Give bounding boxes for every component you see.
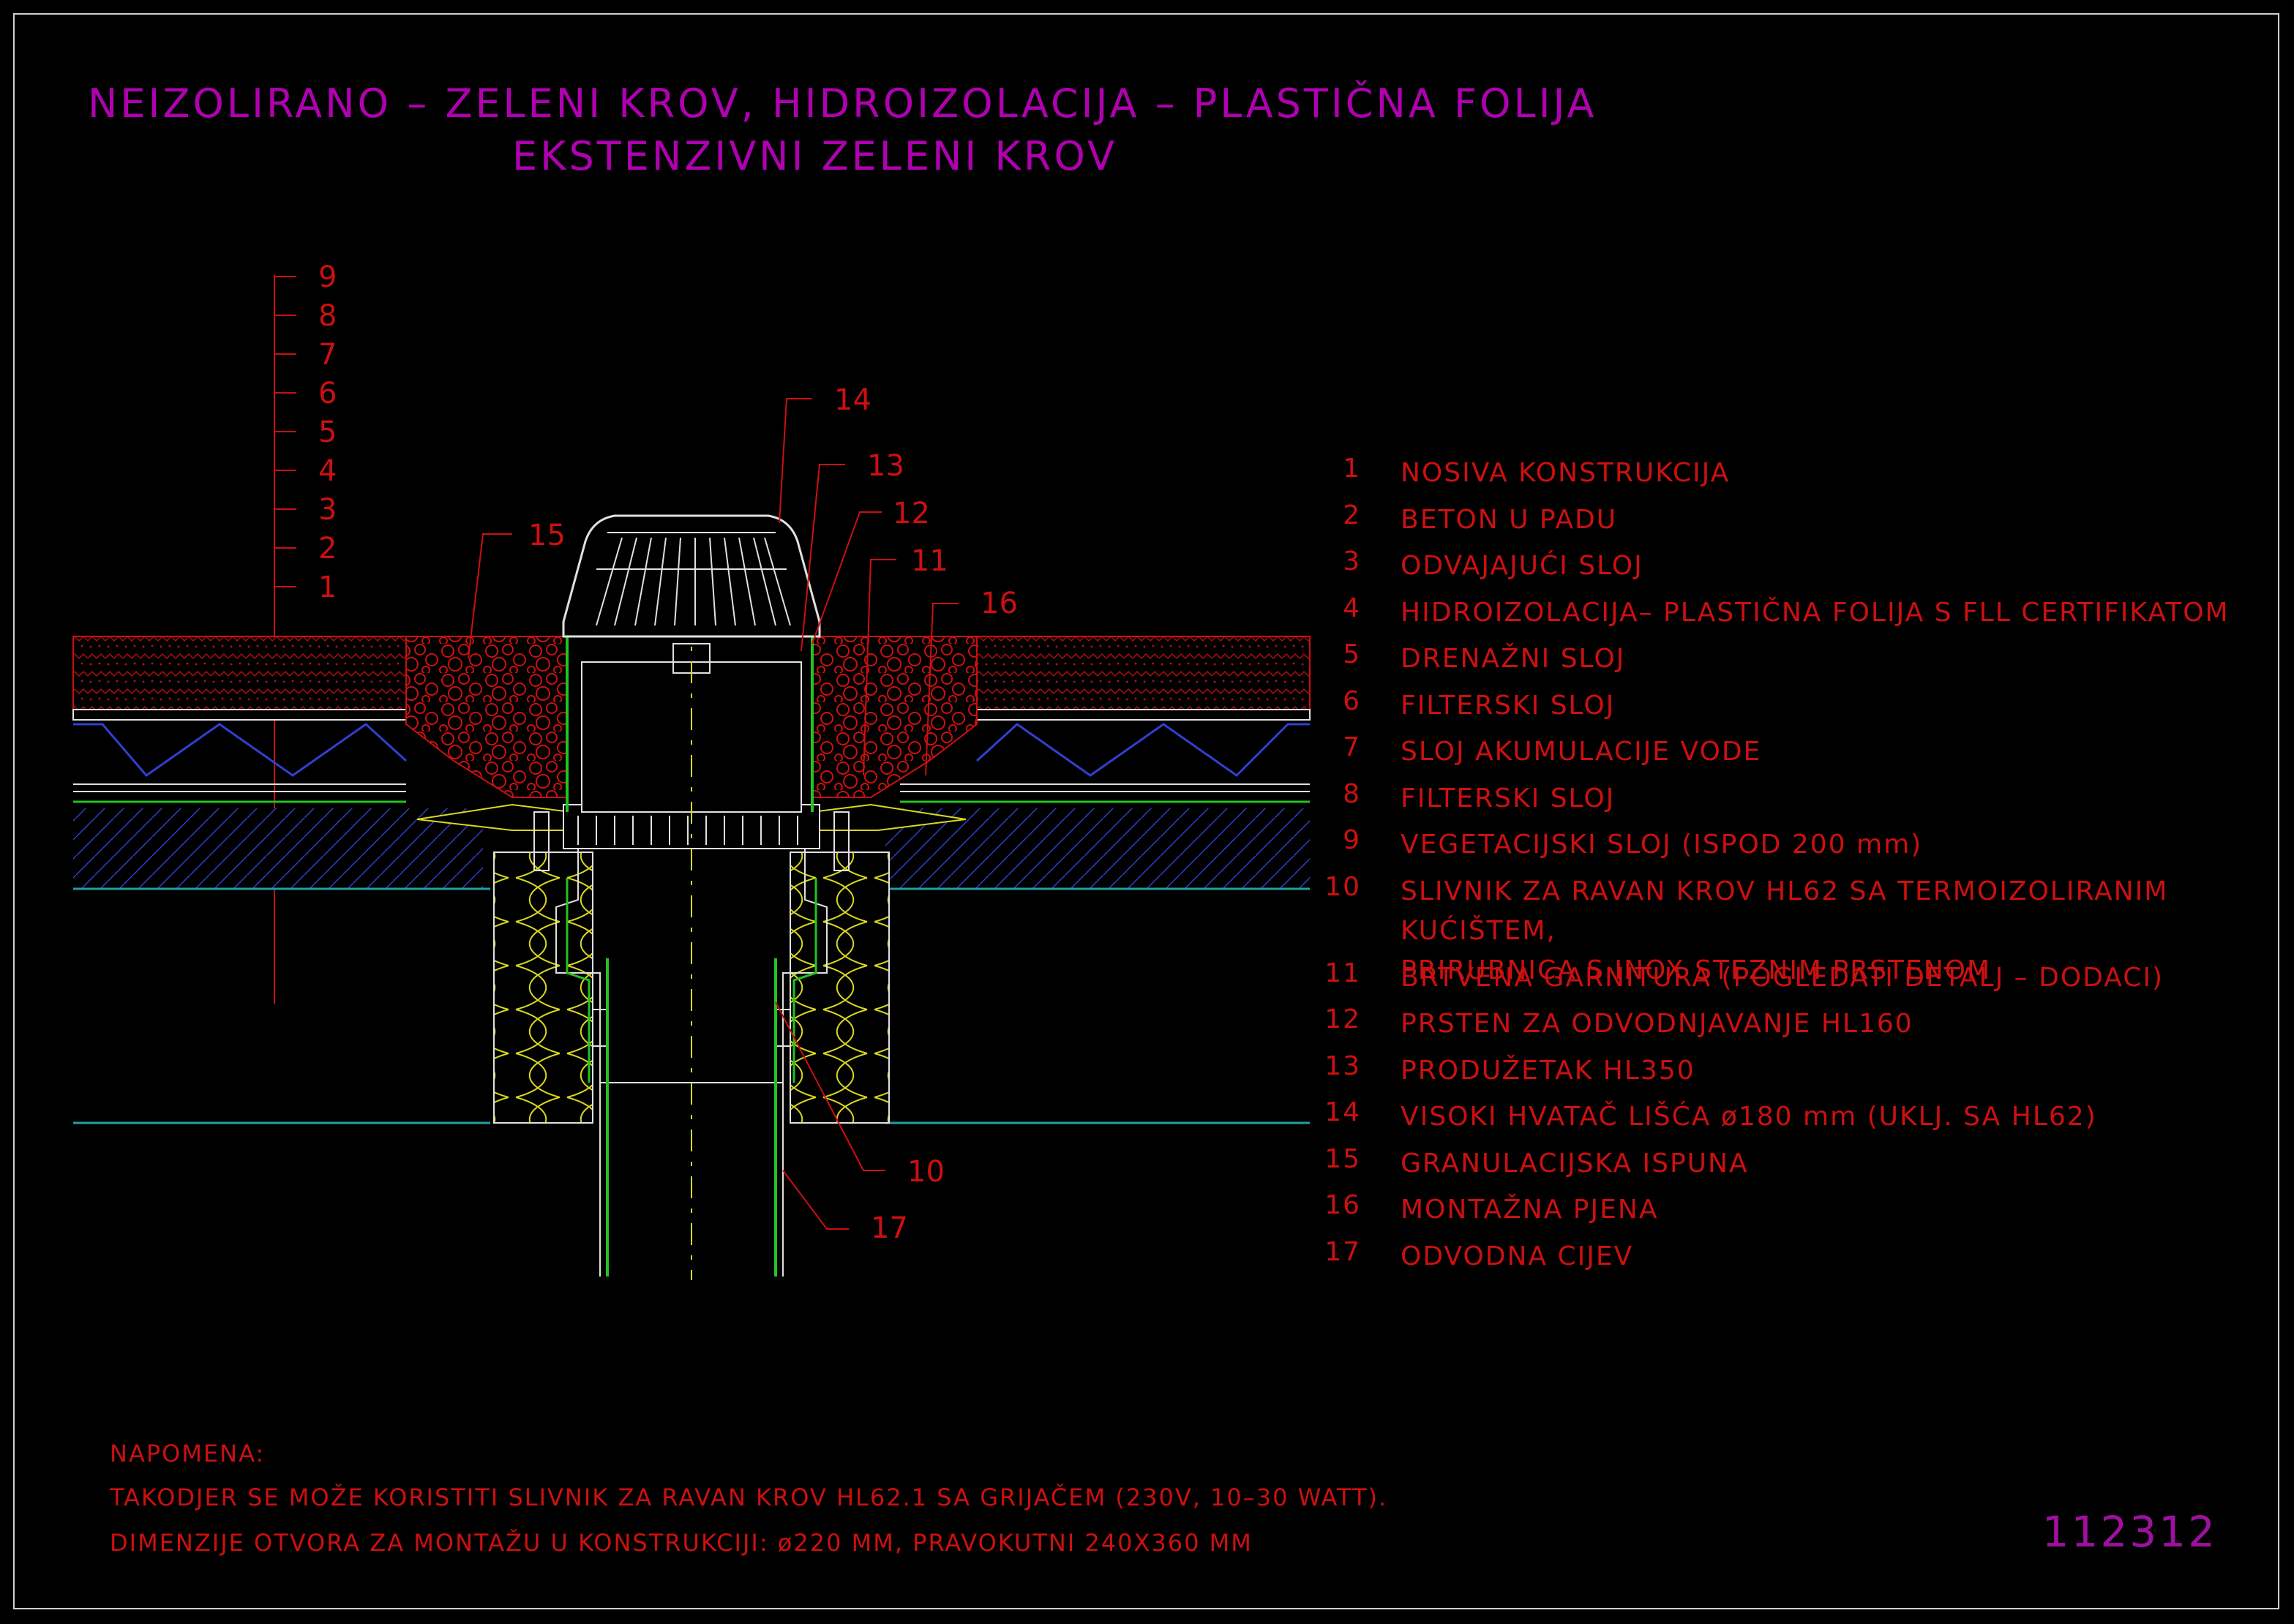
note-line-2: DIMENZIJE OTVORA ZA MONTAŽU U KONSTRUKCI… <box>110 1529 1253 1557</box>
callout-11: 11 <box>911 544 948 578</box>
callout-14: 14 <box>834 383 872 417</box>
drain-body <box>555 614 828 1280</box>
scale-label-5: 5 <box>318 416 337 449</box>
scale-label-9: 9 <box>318 260 337 294</box>
callout-15: 15 <box>528 519 566 552</box>
callout-12: 12 <box>893 497 930 530</box>
drawing-title-line1: NEIZOLIRANO – ZELENI KROV, HIDROIZOLACIJ… <box>88 80 1597 127</box>
drawing-border <box>13 13 2279 1609</box>
scale-label-3: 3 <box>318 493 337 527</box>
callout-17: 17 <box>871 1211 908 1245</box>
roof-layers-right <box>885 636 1311 1124</box>
layer-scale: 9 8 7 6 5 4 3 2 1 <box>274 260 337 1004</box>
scale-label-4: 4 <box>318 454 337 488</box>
scale-label-8: 8 <box>318 299 337 333</box>
callout-10: 10 <box>907 1155 945 1189</box>
callout-13: 13 <box>867 449 904 483</box>
leaf-guard <box>562 514 821 638</box>
gravel-fill <box>405 636 978 798</box>
insulation <box>493 852 890 1124</box>
drawing-code: 112312 <box>2042 1507 2217 1557</box>
callout-leaders <box>468 398 959 1230</box>
roof-layers-left <box>72 636 490 1124</box>
note-heading: NAPOMENA: <box>110 1440 266 1467</box>
scale-label-2: 2 <box>318 532 337 565</box>
scale-label-6: 6 <box>318 377 337 410</box>
scale-label-7: 7 <box>318 338 337 372</box>
note-line-1: TAKODJER SE MOŽE KORISTITI SLIVNIK ZA RA… <box>110 1484 1388 1511</box>
scale-label-1: 1 <box>318 571 337 604</box>
callout-16: 16 <box>981 587 1018 620</box>
drawing-title-line2: EKSTENZIVNI ZELENI KROV <box>512 133 1117 179</box>
